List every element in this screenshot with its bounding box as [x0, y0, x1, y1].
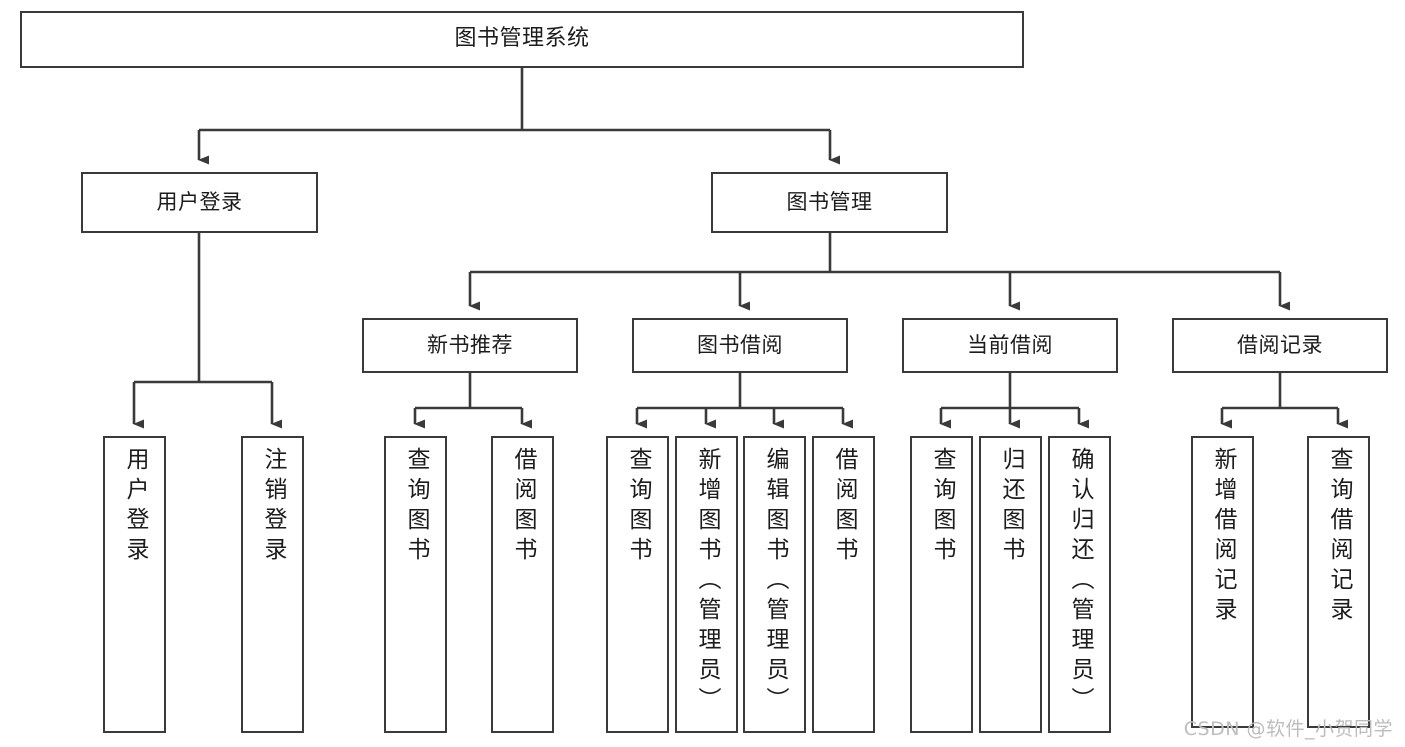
leaf-label: 查询借阅记录 — [1326, 447, 1352, 627]
leaf-new-book-recommend-1[interactable]: 借阅图书 — [491, 436, 554, 733]
leaf-label: 借阅图书 — [831, 447, 857, 567]
leaf-label: 用户登录 — [122, 447, 148, 567]
node-root[interactable]: 图书管理系统 — [20, 11, 1024, 68]
leaf-user-login-1[interactable]: 注销登录 — [241, 436, 304, 733]
node-book-borrow-label: 图书借阅 — [697, 332, 783, 357]
node-book-management-label: 图书管理 — [786, 189, 873, 214]
node-current-borrow[interactable]: 当前借阅 — [902, 318, 1118, 373]
csdn-watermark: CSDN @软件_小贺同学 — [1183, 718, 1393, 740]
leaf-new-book-recommend-0[interactable]: 查询图书 — [384, 436, 447, 733]
node-borrow-record[interactable]: 借阅记录 — [1172, 318, 1388, 373]
leaf-label: 确认归还（管理员） — [1067, 447, 1093, 717]
leaf-book-borrow-1[interactable]: 新增图书（管理员） — [675, 436, 738, 733]
leaf-label: 新增借阅记录 — [1210, 447, 1236, 627]
leaf-label: 新增图书（管理员） — [694, 447, 720, 717]
leaf-label: 查询图书 — [929, 447, 955, 567]
leaf-borrow-record-1[interactable]: 查询借阅记录 — [1307, 436, 1370, 728]
leaf-label: 归还图书 — [998, 447, 1024, 567]
leaf-label: 编辑图书（管理员） — [762, 447, 788, 717]
node-root-label: 图书管理系统 — [454, 26, 590, 52]
leaf-label: 查询图书 — [403, 447, 429, 567]
leaf-label: 查询图书 — [625, 447, 651, 567]
leaf-user-login-0[interactable]: 用户登录 — [103, 436, 166, 733]
node-current-borrow-label: 当前借阅 — [967, 332, 1053, 357]
leaf-current-borrow-2[interactable]: 确认归还（管理员） — [1048, 436, 1111, 733]
node-user-login-label: 用户登录 — [156, 189, 243, 214]
leaf-label: 借阅图书 — [510, 447, 536, 567]
leaf-label: 注销登录 — [260, 447, 286, 567]
node-book-management[interactable]: 图书管理 — [711, 172, 948, 233]
node-book-borrow[interactable]: 图书借阅 — [632, 318, 848, 373]
leaf-borrow-record-0[interactable]: 新增借阅记录 — [1191, 436, 1254, 728]
leaf-current-borrow-1[interactable]: 归还图书 — [979, 436, 1042, 733]
leaf-book-borrow-2[interactable]: 编辑图书（管理员） — [743, 436, 806, 733]
node-new-book-recommend-label: 新书推荐 — [427, 332, 513, 357]
node-borrow-record-label: 借阅记录 — [1237, 332, 1323, 357]
node-new-book-recommend[interactable]: 新书推荐 — [362, 318, 578, 373]
leaf-book-borrow-3[interactable]: 借阅图书 — [812, 436, 875, 733]
node-user-login[interactable]: 用户登录 — [81, 172, 318, 233]
leaf-current-borrow-0[interactable]: 查询图书 — [910, 436, 973, 733]
leaf-book-borrow-0[interactable]: 查询图书 — [606, 436, 669, 733]
